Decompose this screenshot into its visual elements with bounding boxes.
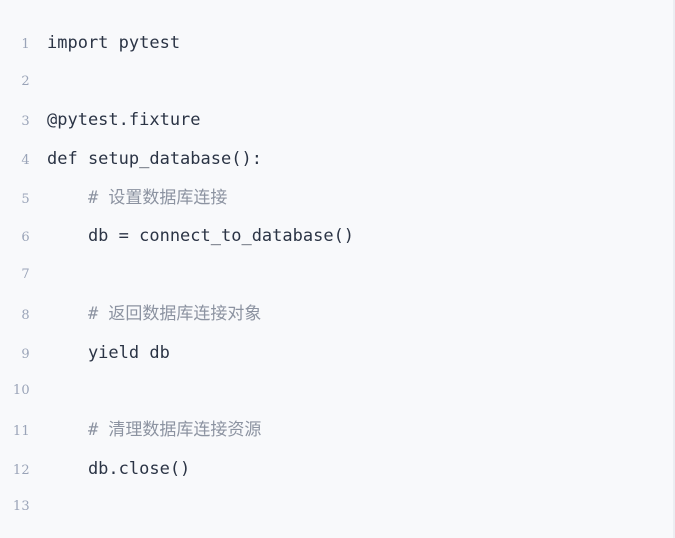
line-number: 8 bbox=[21, 307, 30, 323]
code-line-text[interactable]: def setup_database(): bbox=[47, 149, 262, 170]
line-number: 7 bbox=[21, 267, 30, 283]
code-line[interactable]: 3 @pytest.fixture bbox=[0, 101, 673, 140]
line-number: 10 bbox=[12, 383, 30, 399]
code-line[interactable]: 8 # 返回数据库连接对象 bbox=[0, 295, 673, 334]
code-line[interactable]: 4 def setup_database(): bbox=[0, 140, 673, 179]
code-line-comment[interactable]: # 返回数据库连接对象 bbox=[47, 303, 262, 324]
line-number: 11 bbox=[12, 423, 30, 439]
code-line[interactable]: 10 bbox=[0, 372, 673, 411]
code-line[interactable]: 9 yield db bbox=[0, 334, 673, 373]
code-line[interactable]: 12 db.close() bbox=[0, 450, 673, 489]
code-line[interactable]: 11 # 清理数据库连接资源 bbox=[0, 411, 673, 450]
line-number: 9 bbox=[21, 346, 30, 362]
code-line-comment[interactable]: # 清理数据库连接资源 bbox=[47, 419, 262, 440]
line-number: 5 bbox=[21, 191, 30, 207]
code-line-text[interactable]: yield db bbox=[47, 342, 170, 363]
code-line[interactable]: 7 bbox=[0, 256, 673, 295]
line-number: 13 bbox=[12, 499, 30, 515]
code-line-text[interactable]: db = connect_to_database() bbox=[47, 226, 355, 247]
code-line[interactable]: 2 bbox=[0, 63, 673, 102]
line-number: 3 bbox=[21, 114, 30, 130]
code-line[interactable]: 1 import pytest bbox=[0, 24, 673, 63]
code-line-comment[interactable]: # 设置数据库连接 bbox=[47, 187, 228, 208]
code-line-list: 1 import pytest 2 3 @pytest.fixture 4 def setu… bbox=[0, 24, 673, 527]
line-number: 4 bbox=[21, 153, 30, 169]
code-line[interactable]: 5 # 设置数据库连接 bbox=[0, 179, 673, 218]
code-line[interactable]: 13 bbox=[0, 488, 673, 527]
line-number: 6 bbox=[21, 230, 30, 246]
line-number: 1 bbox=[21, 37, 30, 52]
code-line-text[interactable]: @pytest.fixture bbox=[47, 110, 201, 131]
code-line[interactable]: 6 db = connect_to_database() bbox=[0, 217, 673, 256]
line-number: 12 bbox=[12, 462, 30, 478]
code-line-text[interactable]: db.close() bbox=[47, 458, 191, 479]
line-number: 2 bbox=[21, 73, 30, 89]
code-line-text[interactable]: import pytest bbox=[47, 33, 181, 53]
